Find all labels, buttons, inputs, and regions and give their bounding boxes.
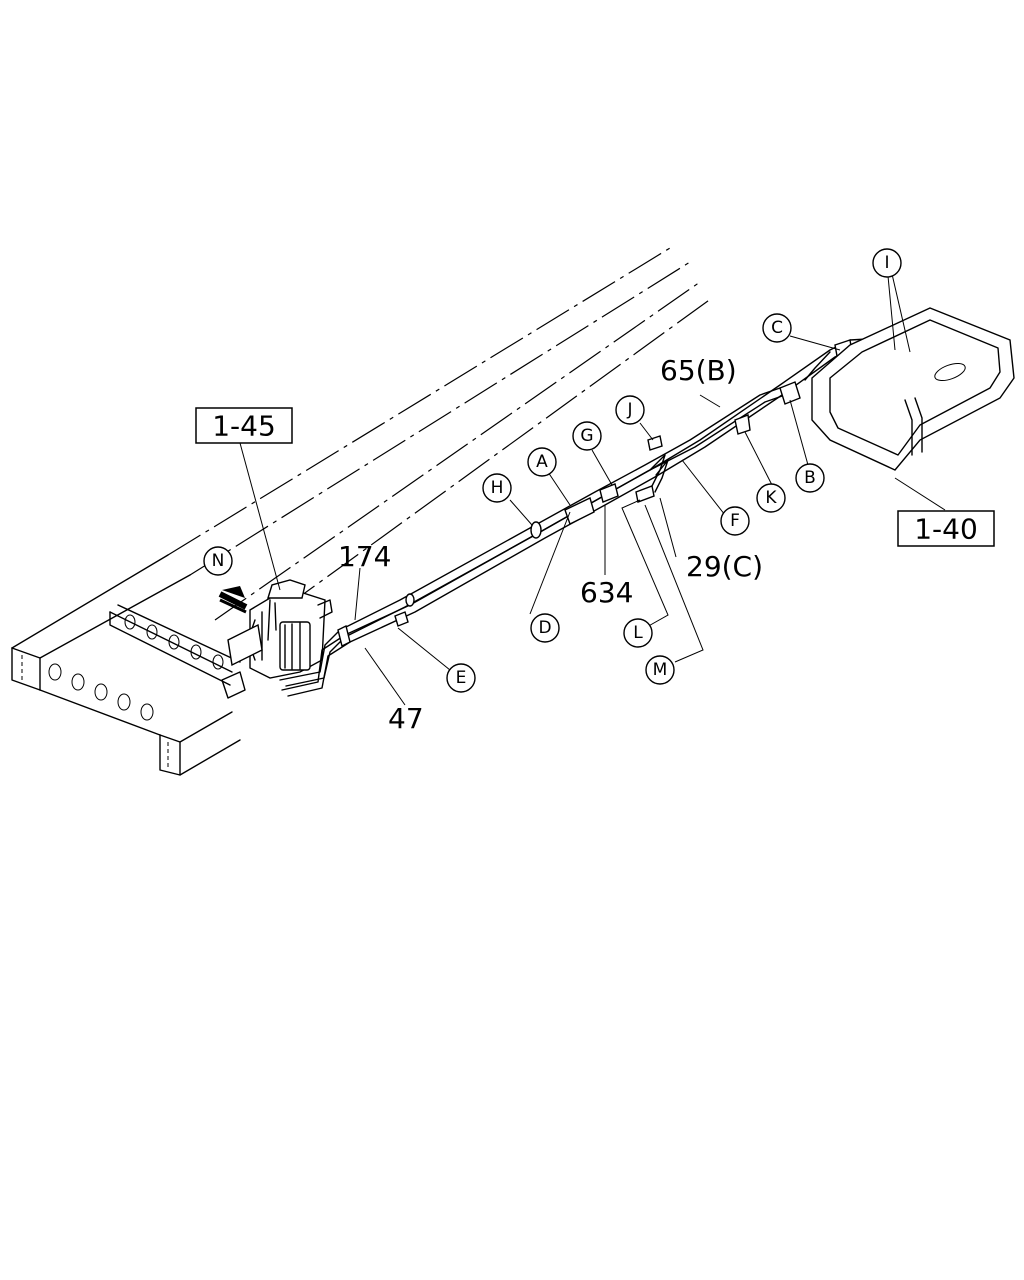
frame-rails (11, 247, 713, 776)
reference-box-1-40[interactable]: 1-40 (897, 510, 995, 547)
part-number-65-b: 65(B) (660, 354, 737, 387)
svg-text:J: J (626, 400, 632, 420)
svg-text:N: N (212, 551, 225, 571)
part-number-47: 47 (388, 702, 424, 735)
callout-f[interactable]: F (720, 506, 750, 536)
reference-label-1-40: 1-40 (914, 513, 978, 546)
reference-box-1-45[interactable]: 1-45 (195, 407, 293, 444)
svg-text:A: A (536, 452, 548, 472)
fuel-tank (811, 307, 1015, 471)
frame-holes (48, 614, 224, 721)
part-number-29-c: 29(C) (686, 550, 763, 583)
fuel-filter-assembly (221, 579, 333, 699)
callout-g[interactable]: G (572, 421, 602, 451)
cross-member (109, 604, 241, 686)
svg-text:B: B (804, 468, 816, 488)
callout-e[interactable]: E (446, 663, 476, 693)
svg-text:H: H (491, 478, 504, 498)
svg-text:I: I (884, 253, 889, 273)
callout-d[interactable]: D (530, 613, 560, 643)
part-number-174: 174 (338, 540, 391, 573)
svg-text:G: G (580, 426, 593, 446)
callout-k[interactable]: K (756, 483, 786, 513)
view-arrow-n (218, 586, 248, 614)
callout-n[interactable]: N (203, 546, 233, 576)
svg-text:F: F (730, 511, 740, 531)
svg-text:C: C (771, 318, 783, 338)
svg-text:K: K (765, 488, 777, 508)
callout-j[interactable]: J (615, 395, 645, 425)
reference-label-1-45: 1-45 (212, 410, 276, 443)
svg-text:L: L (633, 623, 643, 643)
svg-text:D: D (538, 618, 551, 638)
callout-l[interactable]: L (623, 618, 653, 648)
callout-b[interactable]: B (795, 463, 825, 493)
svg-text:E: E (456, 668, 467, 688)
callout-m[interactable]: M (645, 655, 675, 685)
leader-lines (239, 273, 946, 706)
callout-c[interactable]: C (762, 313, 792, 343)
svg-text:M: M (653, 660, 668, 680)
callout-a[interactable]: A (527, 447, 557, 477)
callout-i[interactable]: I (872, 248, 902, 278)
part-number-634: 634 (580, 576, 633, 609)
callout-h[interactable]: H (482, 473, 512, 503)
